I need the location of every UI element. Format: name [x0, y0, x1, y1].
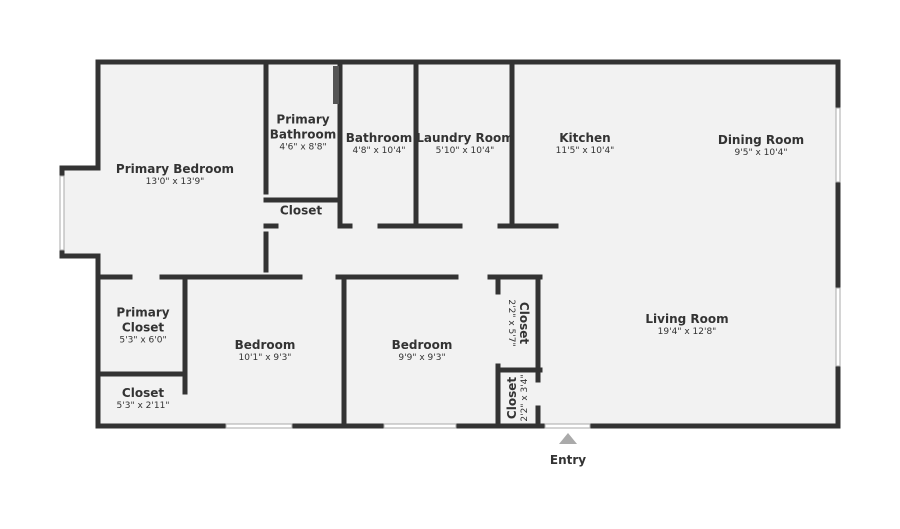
room-name: Primary Bedroom [115, 161, 235, 176]
room-dims: 19'4" x 12'8" [657, 326, 717, 337]
room-name: Bedroom [391, 337, 453, 352]
room-name: Dining Room [717, 132, 805, 147]
room-name: Primary Closet [116, 305, 170, 335]
room-name: Closet [279, 203, 323, 218]
entry-label: Entry [549, 453, 587, 467]
room-dims: 9'5" x 10'4" [734, 147, 788, 158]
room-dims: 5'10" x 10'4" [435, 145, 495, 156]
room-dims: 5'3" x 6'0" [119, 335, 167, 346]
room-name: Closet [504, 376, 519, 420]
room-dims: 10'1" x 9'3" [238, 352, 292, 363]
room-name: Living Room [645, 311, 729, 326]
room-name: Bedroom [234, 337, 296, 352]
room-dims: 2'2" x 5'7" [506, 299, 517, 347]
room-name: Laundry Room [416, 130, 514, 145]
room-dims: 4'8" x 10'4" [352, 145, 406, 156]
room-dims: 9'9" x 9'3" [398, 352, 446, 363]
room-name: Closet [517, 301, 532, 345]
room-name: Primary Bathroom [269, 112, 337, 142]
room-dims: 4'6" x 8'8" [279, 142, 327, 153]
windows [59, 107, 841, 429]
room-name: Kitchen [559, 130, 611, 145]
entry-arrow-icon [559, 433, 577, 444]
room-closet-1: Closet [280, 204, 322, 219]
room-dims: 2'2" x 3'4" [519, 374, 530, 422]
room-name: Bathroom [345, 130, 413, 145]
floor [62, 62, 838, 426]
room-dims: 5'3" x 2'11" [116, 400, 170, 411]
room-name: Closet [121, 385, 165, 400]
room-dims: 11'5" x 10'4" [555, 145, 615, 156]
room-dims: 13'0" x 13'9" [145, 176, 205, 187]
walls [59, 59, 841, 429]
hatch [333, 66, 339, 104]
